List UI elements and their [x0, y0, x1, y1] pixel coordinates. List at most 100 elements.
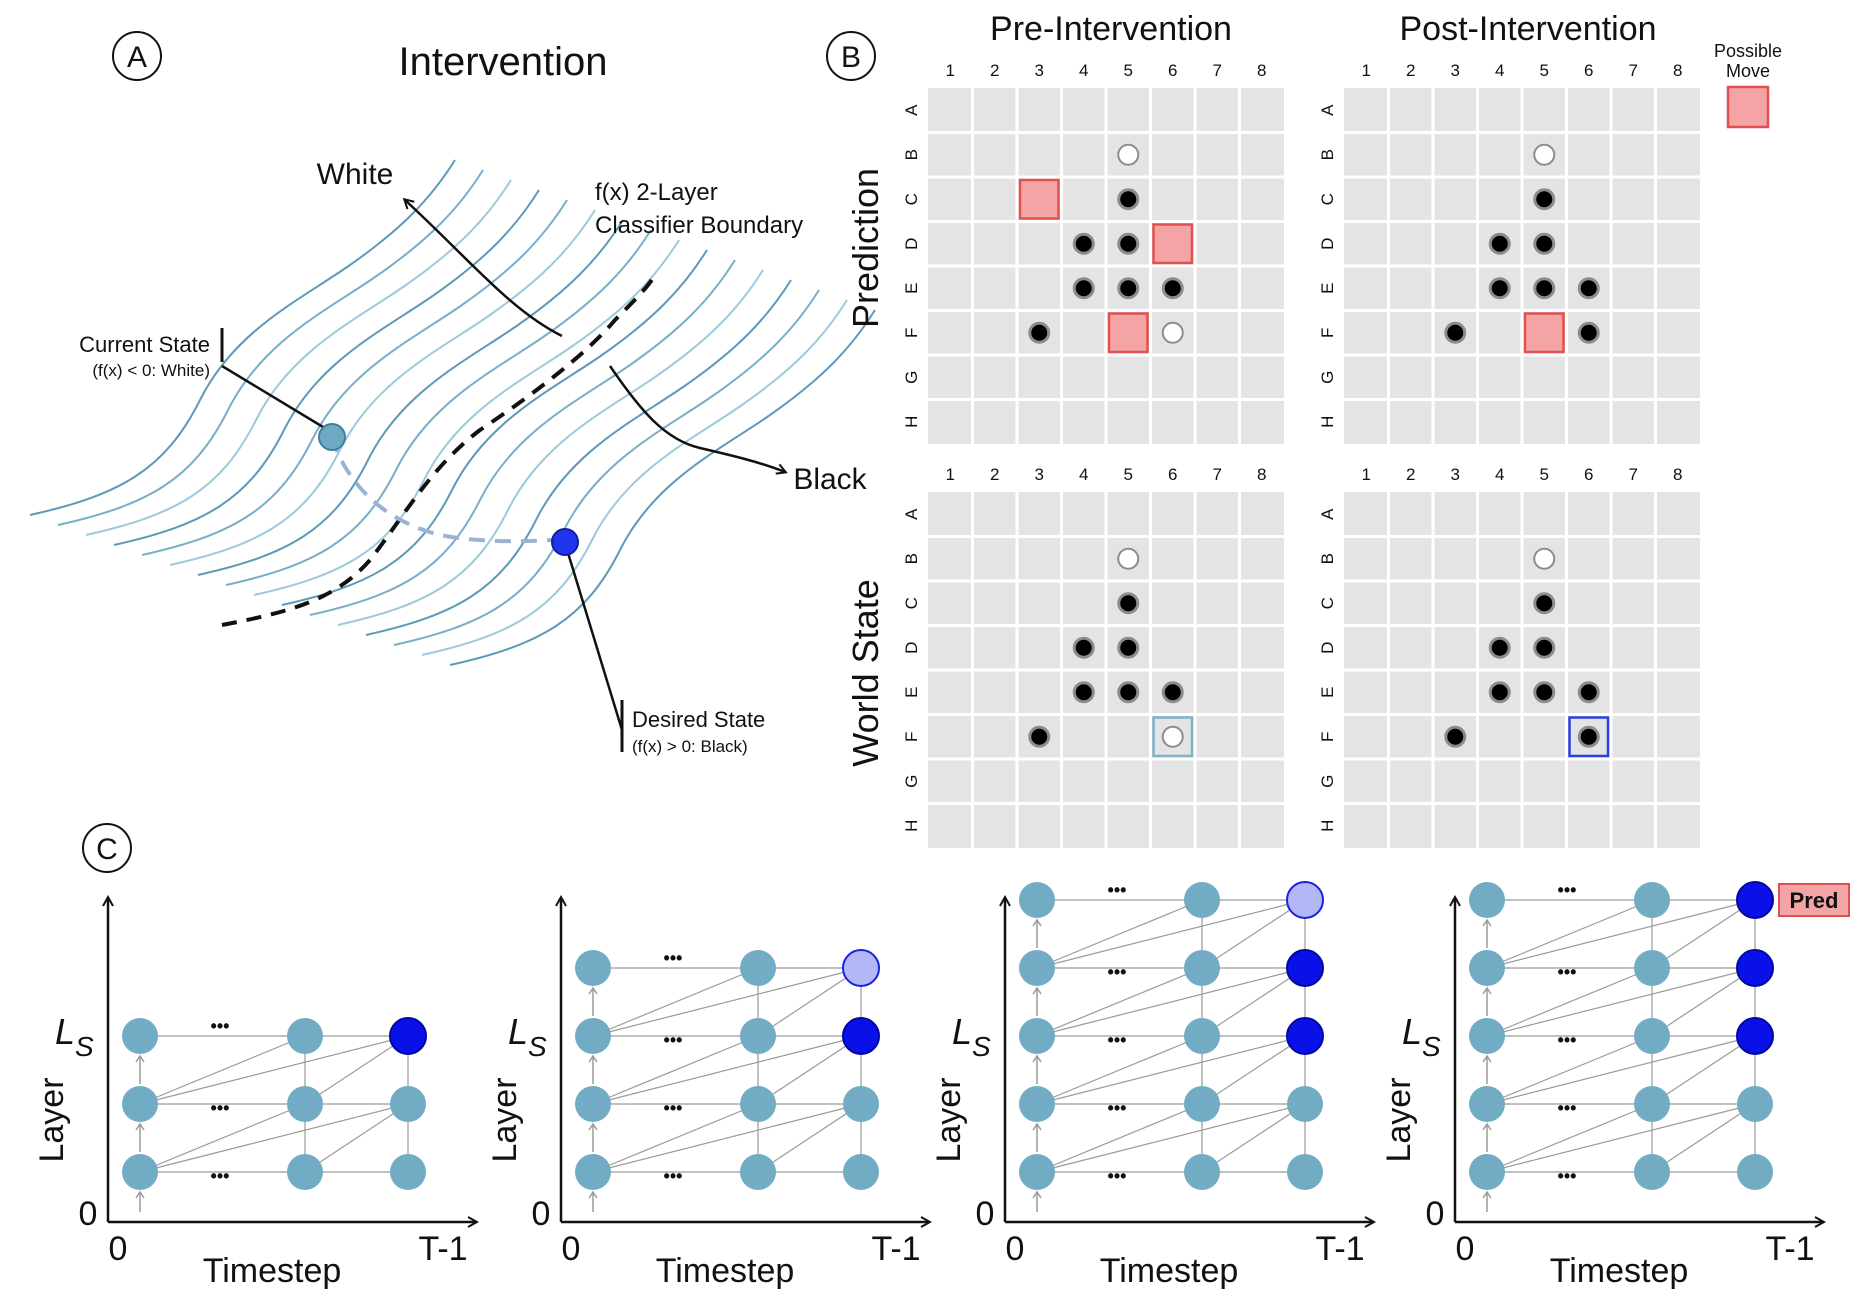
- black-piece: [1533, 636, 1556, 659]
- board-col-label: 8: [1257, 465, 1266, 484]
- input-arrowhead: [1482, 1054, 1492, 1063]
- graph-edge: [1486, 967, 1756, 1037]
- panel-a-letter: A: [127, 41, 147, 74]
- black-piece: [1533, 232, 1556, 255]
- layer-node: [1287, 1154, 1323, 1190]
- ls-label: LS: [952, 1011, 991, 1062]
- layer-node: [1634, 950, 1670, 986]
- ellipsis: •••: [664, 1030, 683, 1050]
- board-col-label: 6: [1168, 61, 1177, 80]
- board-col-label: 1: [946, 465, 955, 484]
- board-row-label: E: [1318, 687, 1337, 698]
- white-piece: [1533, 143, 1556, 166]
- contour-line: [309, 259, 736, 616]
- board-row-label: D: [902, 642, 921, 654]
- graph-edge: [1486, 967, 1653, 1037]
- board-row-label: D: [1318, 238, 1337, 250]
- board-col-label: 3: [1451, 61, 1460, 80]
- black-piece: [1161, 681, 1184, 704]
- board-col-label: 3: [1451, 465, 1460, 484]
- ellipsis: •••: [1558, 962, 1577, 982]
- layer-node: [1184, 950, 1220, 986]
- board-row-label: G: [902, 775, 921, 788]
- board-row-label: F: [902, 732, 921, 742]
- ellipsis: •••: [1108, 1098, 1127, 1118]
- black-piece: [1161, 277, 1184, 300]
- ellipsis: •••: [1558, 1098, 1577, 1118]
- layer-node: [1184, 1086, 1220, 1122]
- graph-edge: [1036, 899, 1306, 969]
- layer-node: [740, 950, 776, 986]
- graph-edge: [592, 1103, 759, 1173]
- board-col-label: 4: [1495, 465, 1504, 484]
- board-row-label: A: [1318, 104, 1337, 116]
- black-label: Black: [793, 463, 867, 496]
- white-piece: [1161, 321, 1184, 344]
- board-col-label: 4: [1495, 61, 1504, 80]
- graph-edge: [1486, 1103, 1653, 1173]
- input-arrowhead: [1482, 918, 1492, 927]
- ellipsis: •••: [211, 1098, 230, 1118]
- board-col-label: 5: [1124, 465, 1133, 484]
- ellipsis: •••: [1558, 1166, 1577, 1186]
- patched-node: [1736, 949, 1774, 987]
- board-col-label: 7: [1629, 465, 1638, 484]
- layer-node: [1184, 882, 1220, 918]
- black-piece: [1028, 321, 1051, 344]
- graph-edge: [1036, 1103, 1306, 1173]
- layer-zero-label: 0: [79, 1195, 98, 1233]
- panel-a-letter-circle: [112, 31, 162, 81]
- ellipsis: •••: [1108, 962, 1127, 982]
- graph-edge: [1651, 1035, 1756, 1105]
- layer-node: [1019, 950, 1055, 986]
- black-piece: [1577, 321, 1600, 344]
- post-intervention-heading: Post-Intervention: [1399, 10, 1656, 48]
- ellipsis: •••: [1108, 880, 1127, 900]
- board-col-label: 2: [1406, 465, 1415, 484]
- timestep-zero-label: 0: [1456, 1230, 1475, 1268]
- timestep-zero-label: 0: [109, 1230, 128, 1268]
- board-row-label: H: [1318, 820, 1337, 832]
- panel-b-letter: B: [841, 41, 861, 74]
- white-piece: [1117, 143, 1140, 166]
- ls-label: LS: [508, 1011, 547, 1062]
- contour-line: [337, 269, 764, 626]
- boundary-label-line1: f(x) 2-Layer: [595, 179, 718, 206]
- graph-edge: [304, 1103, 409, 1173]
- graph-edge: [1486, 1103, 1756, 1173]
- layer-node: [843, 1086, 879, 1122]
- white-label: White: [317, 158, 394, 191]
- graph-edge: [1201, 1035, 1306, 1105]
- layer-node: [575, 1086, 611, 1122]
- input-arrowhead: [1482, 1122, 1492, 1131]
- black-piece: [1488, 636, 1511, 659]
- layer-node: [1634, 882, 1670, 918]
- contour-line: [141, 199, 568, 556]
- input-arrowhead: [588, 1122, 598, 1131]
- layer-node: [1634, 1154, 1670, 1190]
- intervened-cell-highlight: [1152, 716, 1194, 758]
- input-arrowhead: [1032, 1054, 1042, 1063]
- graph-edge: [1486, 1035, 1756, 1105]
- layer-node: [1469, 1086, 1505, 1122]
- intervened-cell-highlight: [1568, 716, 1610, 758]
- black-piece: [1488, 232, 1511, 255]
- layer-zero-label: 0: [1426, 1195, 1445, 1233]
- possible-move-square: [1152, 223, 1194, 265]
- board-col-label: 1: [946, 61, 955, 80]
- contour-line: [85, 179, 512, 536]
- timestep-end-label: T-1: [1315, 1230, 1364, 1268]
- panel-a: A Intervention White Black f(x) 2-Layer …: [29, 31, 876, 756]
- desired-state-pointer: [563, 542, 624, 731]
- ellipsis: •••: [211, 1166, 230, 1186]
- current-state-condition: (f(x) < 0: White): [92, 361, 210, 380]
- panel-b: B Pre-Intervention Post-Intervention Pre…: [826, 10, 1782, 848]
- layer-axis-label: Layer: [930, 1077, 968, 1162]
- ellipsis: •••: [1108, 1030, 1127, 1050]
